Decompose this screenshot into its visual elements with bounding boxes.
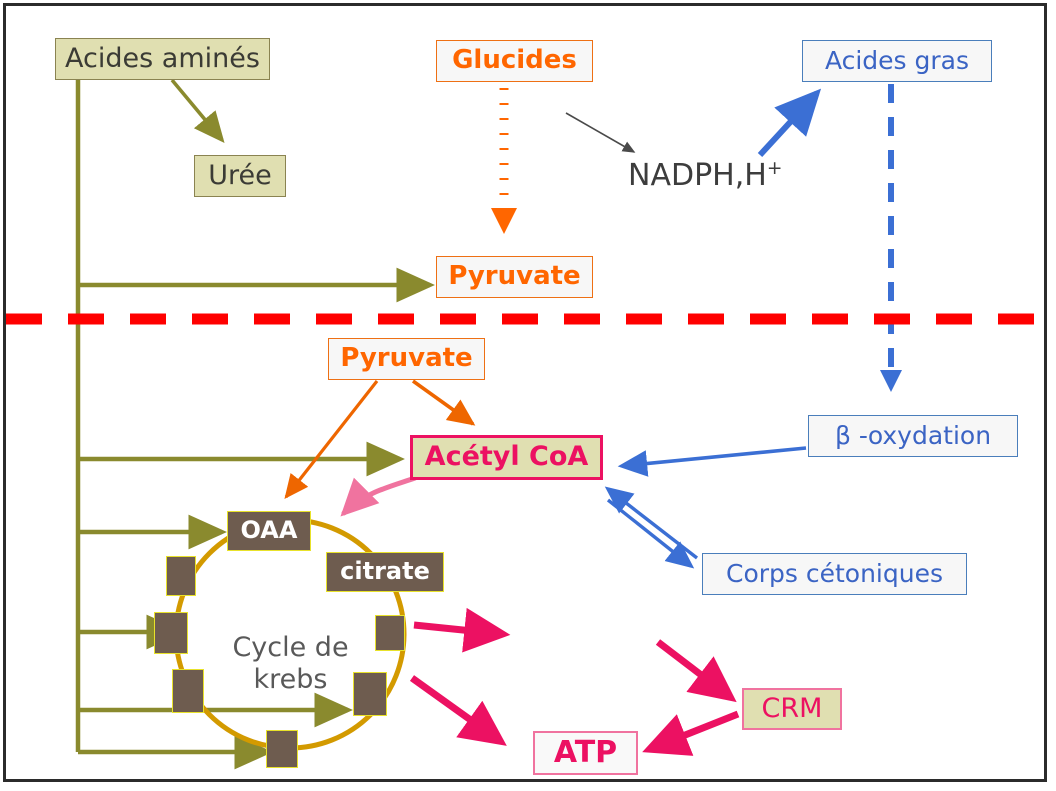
node-beta-oxydation[interactable]: β -oxydation [808, 415, 1018, 457]
node-pyruvate-cytosol-label: Pyruvate [448, 261, 581, 292]
krebs-node-6 [375, 615, 405, 651]
node-acides-gras-label: Acides gras [824, 45, 970, 75]
node-uree-label: Urée [208, 159, 272, 191]
krebs-node-5 [353, 672, 387, 716]
diagram-frame [3, 3, 1047, 782]
edge-pyruvate-to-acetyl-coa [411, 379, 476, 426]
node-beta-oxydation-label: β -oxydation [834, 420, 992, 450]
edge-nadph-to-acides-gras [757, 88, 822, 158]
krebs-cycle-label-text: Cycle de krebs [232, 631, 349, 695]
edge-cycle-to-crm-upper [655, 639, 737, 703]
node-pyruvate-mitochondrial[interactable]: Pyruvate [328, 338, 485, 380]
edge-glucides-to-pyruvate [491, 88, 517, 234]
krebs-cycle-label: Cycle de krebs [213, 600, 368, 696]
node-crm-label: CRM [761, 692, 823, 724]
edge-corps-cetoniques-acetyl-coa [604, 486, 699, 569]
node-atp-label: ATP [553, 735, 618, 771]
node-crm[interactable]: CRM [742, 688, 842, 730]
edge-krebs-to-atp [409, 675, 507, 746]
node-oaa-label: OAA [240, 516, 298, 545]
node-oaa[interactable]: OAA [227, 511, 311, 551]
node-nadph: NADPH,H+ [628, 158, 782, 193]
edge-crm-to-atp [642, 710, 740, 756]
node-nadph-superscript: + [766, 158, 783, 179]
node-corps-cetoniques-label: Corps cétoniques [725, 558, 943, 588]
node-corps-cetoniques[interactable]: Corps cétoniques [702, 553, 967, 595]
edge-acides-amines-to-uree [170, 78, 225, 144]
node-acetyl-coa[interactable]: Acétyl CoA [410, 435, 603, 480]
node-citrate-label: citrate [340, 557, 430, 586]
edge-acetyl-coa-to-cycle [340, 475, 418, 517]
edge-pyruvate-to-oaa [284, 380, 379, 500]
node-pyruvate-mitochondrial-label: Pyruvate [340, 343, 473, 374]
node-atp[interactable]: ATP [533, 731, 638, 775]
krebs-node-2 [154, 612, 188, 654]
edge-acides-gras-to-beta-oxydation [880, 84, 902, 392]
node-acides-amines[interactable]: Acides aminés [55, 38, 270, 80]
krebs-node-1 [166, 556, 196, 596]
node-uree[interactable]: Urée [194, 155, 286, 197]
edge-beta-oxydation-to-acetyl-coa [617, 446, 807, 477]
krebs-node-4 [266, 730, 298, 768]
node-acides-amines-label: Acides aminés [65, 42, 260, 74]
node-acides-gras[interactable]: Acides gras [802, 40, 992, 82]
node-glucides[interactable]: Glucides [436, 40, 593, 82]
node-acetyl-coa-label: Acétyl CoA [424, 441, 589, 473]
edge-glucides-to-nadph [565, 112, 636, 153]
node-nadph-label: NADPH,H [628, 158, 767, 193]
node-citrate[interactable]: citrate [326, 552, 444, 592]
krebs-node-3 [172, 669, 204, 713]
edge-krebs-to-crm [413, 607, 511, 653]
node-glucides-label: Glucides [452, 45, 577, 76]
node-pyruvate-cytosol[interactable]: Pyruvate [436, 256, 593, 298]
